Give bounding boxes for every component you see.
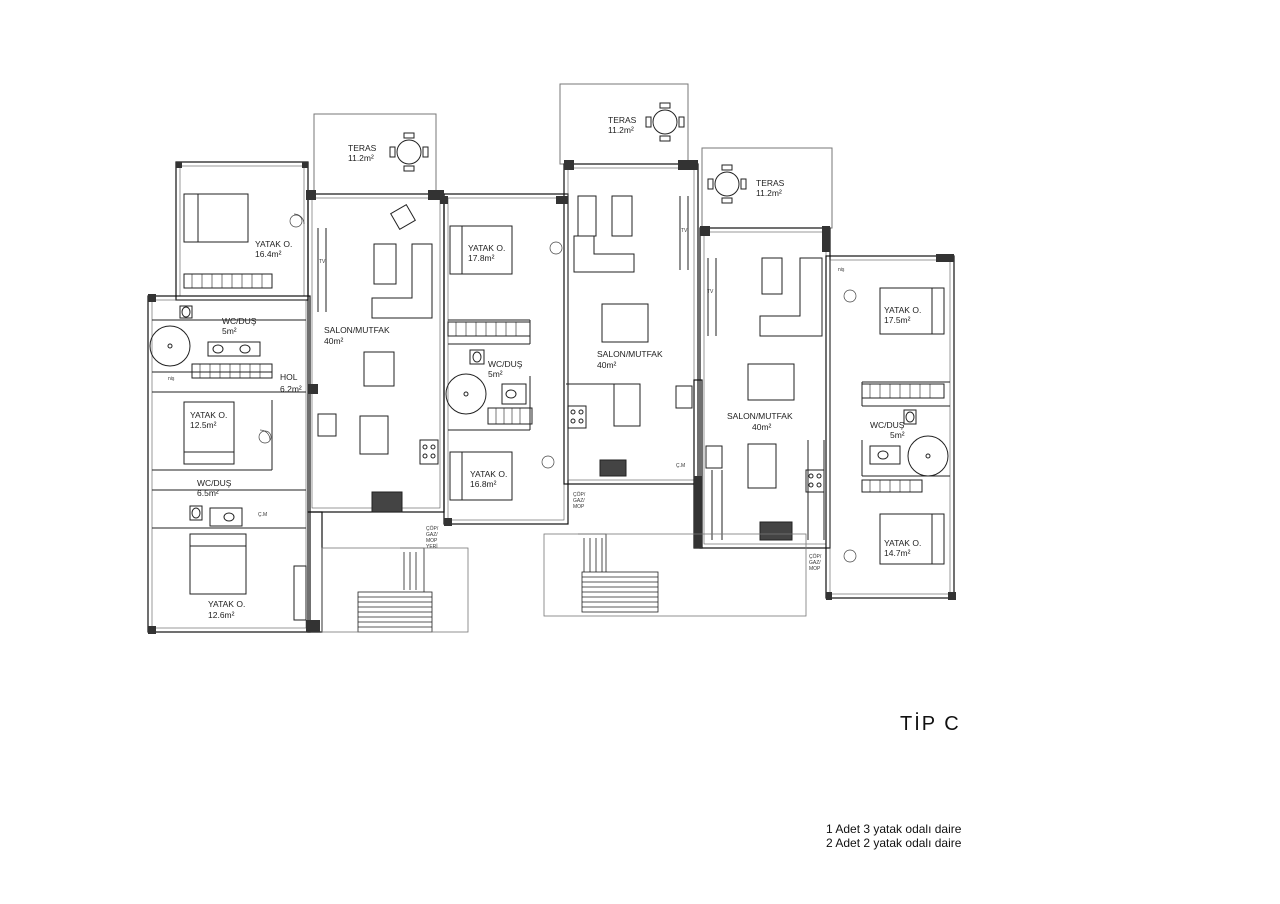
cop-label: MOP: [573, 504, 585, 510]
room-area: 40m²: [324, 336, 344, 346]
niche-tag: niş: [168, 376, 175, 382]
room-name: WC/DUŞ: [870, 420, 905, 430]
room-name: TERAS: [348, 143, 377, 153]
room-area: 16.4m²: [255, 249, 282, 259]
room-name: YATAK O.: [208, 599, 245, 609]
columns: [148, 160, 956, 634]
terrace-unit1: [313, 113, 437, 195]
room-area: 16.8m²: [470, 479, 497, 489]
cop-label: MOP: [426, 538, 438, 544]
room-name: WC/DUŞ: [222, 316, 257, 326]
furniture: [317, 195, 825, 541]
room-name: YATAK O.: [884, 538, 921, 548]
room-name: SALON/MUTFAK: [727, 411, 793, 421]
room-area: 12.5m²: [190, 420, 217, 430]
beds: [183, 193, 945, 595]
room-area: 11.2m²: [756, 188, 782, 198]
room-name: TERAS: [608, 115, 637, 125]
room-name: YATAK O.: [470, 469, 507, 479]
room-labels: YATAK O. 16.4m² WC/DUŞ 5m² HOL 6.2m² YAT…: [168, 115, 921, 620]
exterior-walls: [147, 161, 955, 633]
cop-label: ÇÖP/: [809, 553, 822, 560]
tv-tag: TV: [707, 289, 714, 295]
room-area: 12.6m²: [208, 610, 235, 620]
room-name: HOL: [280, 372, 298, 382]
room-area: 5m²: [222, 326, 237, 336]
room-area: 40m²: [597, 360, 617, 370]
bath-fixtures: [149, 305, 949, 527]
room-area: 17.5m²: [884, 315, 911, 325]
room-area: 11.2m²: [348, 153, 374, 163]
unit-notes: 1 Adet 3 yatak odalı daire 2 Adet 2 yata…: [826, 822, 961, 850]
washer-tag: Ç.M: [258, 512, 267, 518]
room-name: YATAK O.: [884, 305, 921, 315]
cop-label: ÇÖP/: [426, 525, 439, 532]
cop-label: YERİ: [426, 543, 438, 550]
room-area: 5m²: [890, 430, 905, 440]
room-name: WC/DUŞ: [197, 478, 232, 488]
room-area: 5m²: [488, 369, 503, 379]
washer-tag: Ç.M: [676, 463, 685, 469]
room-area: 6.5m²: [197, 488, 219, 498]
wardrobes: [183, 273, 945, 621]
cop-label: GAZ/: [573, 498, 585, 504]
room-name: YATAK O.: [468, 243, 505, 253]
room-area: 40m²: [752, 422, 772, 432]
cop-label: MOP: [809, 566, 821, 572]
stairs: [321, 533, 807, 633]
room-name: SALON/MUTFAK: [597, 349, 663, 359]
doors: [258, 213, 857, 563]
note-line: 1 Adet 3 yatak odalı daire: [826, 822, 962, 836]
partitions: [152, 319, 950, 529]
note-line: 2 Adet 2 yatak odalı daire: [826, 836, 962, 850]
room-area: 14.7m²: [884, 548, 911, 558]
cop-label: GAZ/: [426, 532, 438, 538]
room-area: 6.2m²: [280, 384, 302, 394]
room-name: TERAS: [756, 178, 785, 188]
room-name: SALON/MUTFAK: [324, 325, 390, 335]
tv-tag: TV: [681, 228, 688, 234]
room-name: YATAK O.: [255, 239, 292, 249]
plan-type-title: TİP C: [900, 713, 961, 735]
room-area: 11.2m²: [608, 125, 634, 135]
room-name: WC/DUŞ: [488, 359, 523, 369]
room-area: 17.8m²: [468, 253, 495, 263]
room-name: YATAK O.: [190, 410, 227, 420]
niche-tag: niş: [838, 267, 845, 273]
tv-tag: TV: [319, 259, 326, 265]
cop-label: GAZ/: [809, 560, 821, 566]
cop-label: ÇÖP/: [573, 491, 586, 498]
